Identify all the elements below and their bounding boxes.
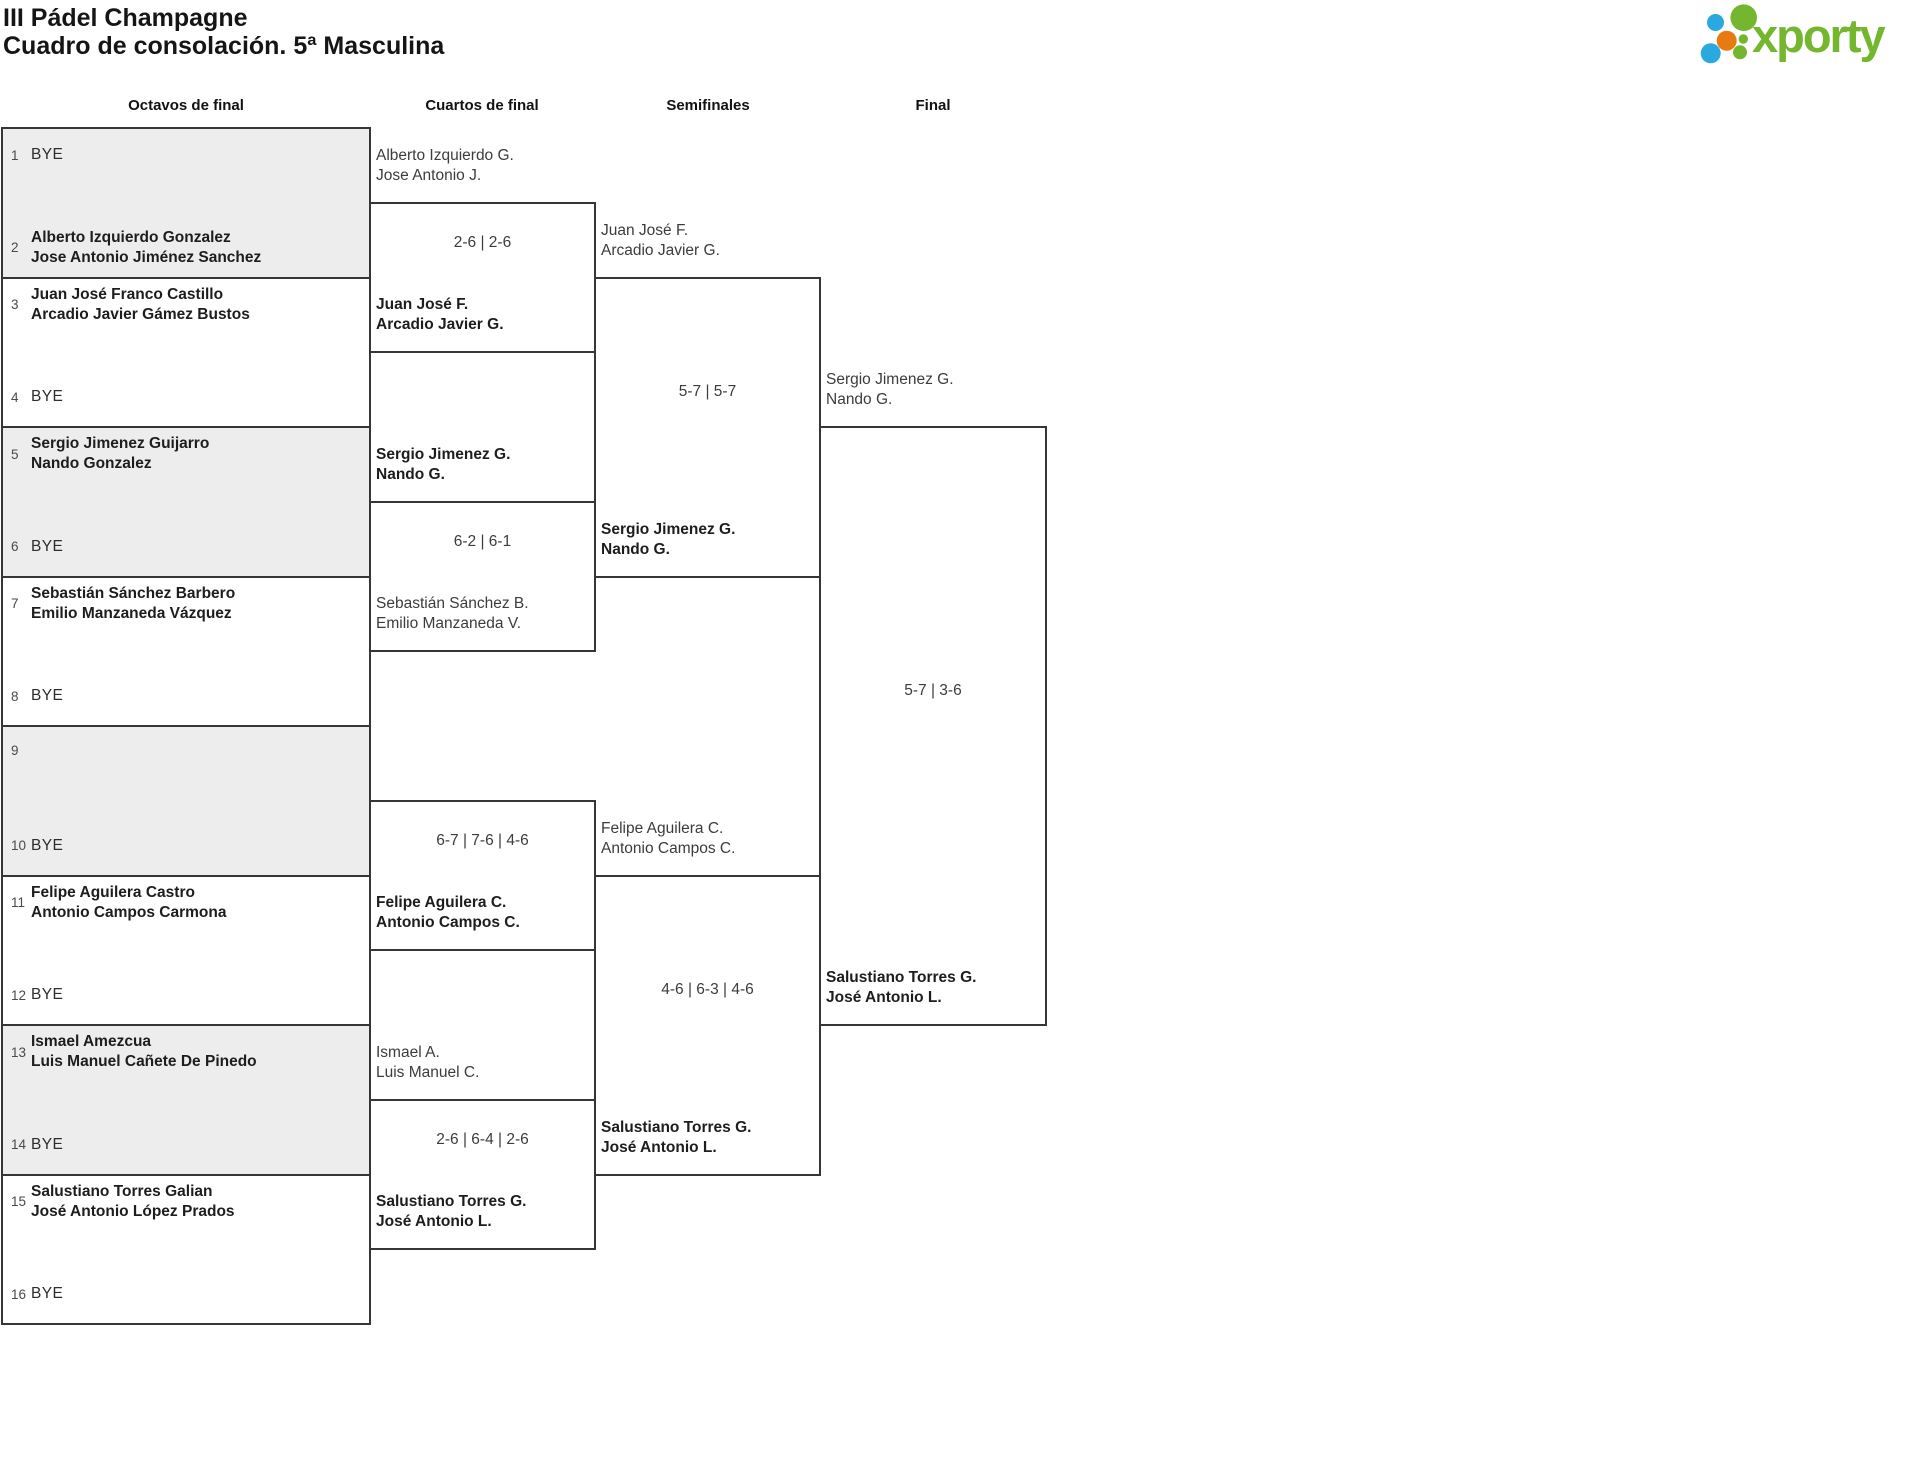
team-label-semifinales-1-team-a: Juan José F.Arcadio Javier G. bbox=[601, 221, 720, 259]
xporty-logo[interactable]: xporty bbox=[1688, 0, 1920, 80]
bye-label: BYE bbox=[31, 537, 64, 555]
match-score-semifinales-1: 5-7 | 5-7 bbox=[678, 383, 737, 400]
bracket-slot-seed-14: 14 BYE bbox=[4, 1135, 364, 1155]
seed-number: 2 bbox=[11, 240, 19, 255]
match-score-cuartos-1: 2-6 | 2-6 bbox=[453, 233, 512, 251]
seed-number: 13 bbox=[11, 1044, 27, 1060]
team-label-cuartos-4-team-a: Ismael A.Luis Manuel C. bbox=[376, 1043, 480, 1081]
team-label-cuartos-1-team-a: Alberto Izquierdo G.Jose Antonio J. bbox=[376, 146, 514, 184]
team-label-cuartos-2-team-b: Sebastián Sánchez B.Emilio Manzaneda V. bbox=[376, 595, 529, 633]
round-header-octavos: Octavos de final bbox=[128, 97, 244, 114]
bye-label: BYE bbox=[31, 687, 64, 704]
round1-box-5 bbox=[1, 725, 371, 877]
logo-wordmark: xporty bbox=[1752, 9, 1886, 62]
round1-box-6 bbox=[1, 874, 371, 1026]
match-score-final-1: 5-7 | 3-6 bbox=[904, 682, 962, 699]
team-label-semifinales-2-team-a: Felipe Aguilera C.Antonio Campos C. bbox=[601, 819, 736, 857]
bracket-slot-seed-1: 1 BYE bbox=[4, 145, 364, 165]
tournament-title: III Pádel Champagne bbox=[3, 4, 248, 32]
bracket-slot-seed-8: 8 BYE bbox=[4, 686, 364, 706]
team-label-cuartos-4-team-b: Salustiano Torres G.José Antonio L. bbox=[376, 1193, 527, 1231]
bracket-slot-seed-6: 6 BYE bbox=[4, 537, 364, 557]
team-label-semifinales-2-team-b: Salustiano Torres G.José Antonio L. bbox=[601, 1118, 752, 1156]
match-box-final-1 bbox=[819, 426, 1047, 1026]
seed-number: 4 bbox=[11, 389, 19, 405]
team-label-cuartos-3-team-b: Felipe Aguilera C.Antonio Campos C. bbox=[376, 894, 520, 932]
seed-number: 5 bbox=[11, 446, 19, 462]
seed-number: 9 bbox=[11, 743, 19, 758]
team-label-cuartos-1-team-b: Juan José F.Arcadio Javier G. bbox=[376, 296, 504, 334]
seed-number: 7 bbox=[11, 596, 19, 611]
seed-number: 6 bbox=[11, 539, 19, 554]
round-header-cuartos: Cuartos de final bbox=[425, 97, 539, 114]
round-header-semifinales: Semifinales bbox=[666, 97, 750, 114]
seed-number: 14 bbox=[11, 1137, 27, 1152]
seed-number: 15 bbox=[11, 1194, 27, 1209]
bracket-slot-seed-9: 9 bbox=[4, 743, 364, 758]
seed-number: 16 bbox=[11, 1286, 27, 1302]
bye-label: BYE bbox=[31, 836, 64, 854]
bye-label: BYE bbox=[31, 1285, 64, 1302]
bye-label: BYE bbox=[31, 986, 64, 1003]
logo-dots-icon bbox=[1700, 4, 1757, 64]
team-label-final-1-team-b: Salustiano Torres G.José Antonio L. bbox=[826, 969, 977, 1006]
seed-number: 1 bbox=[11, 147, 19, 163]
match-score-cuartos-2: 6-2 | 6-1 bbox=[453, 532, 512, 550]
bracket-slot-seed-4: 4 BYE bbox=[4, 387, 364, 407]
match-score-semifinales-2: 4-6 | 6-3 | 4-6 bbox=[661, 981, 754, 998]
team-label-final-1-team-a: Sergio Jimenez G.Nando G. bbox=[826, 371, 954, 408]
round1-box-4 bbox=[1, 575, 371, 727]
round1-box-2 bbox=[1, 276, 371, 428]
team-label-semifinales-1-team-b: Sergio Jimenez G.Nando G. bbox=[601, 520, 736, 558]
team-label-cuartos-2-team-a: Sergio Jimenez G.Nando G. bbox=[376, 445, 511, 483]
seed-number: 12 bbox=[11, 987, 27, 1003]
bracket-subtitle: Cuadro de consolación. 5ª Masculina bbox=[3, 32, 445, 60]
round-header-final: Final bbox=[915, 97, 951, 114]
round1-box-8 bbox=[1, 1173, 371, 1325]
bye-label: BYE bbox=[31, 1135, 64, 1153]
match-score-cuartos-3: 6-7 | 7-6 | 4-6 bbox=[436, 831, 529, 849]
bracket-slot-seed-10: 10 BYE bbox=[4, 836, 364, 856]
seed-number: 3 bbox=[11, 297, 19, 312]
bye-label: BYE bbox=[31, 146, 64, 163]
seed-number: 11 bbox=[11, 895, 26, 910]
seed-number: 8 bbox=[11, 688, 19, 704]
match-score-cuartos-4: 2-6 | 6-4 | 2-6 bbox=[436, 1130, 529, 1148]
bye-label: BYE bbox=[31, 388, 64, 405]
seed-number: 10 bbox=[11, 838, 27, 853]
